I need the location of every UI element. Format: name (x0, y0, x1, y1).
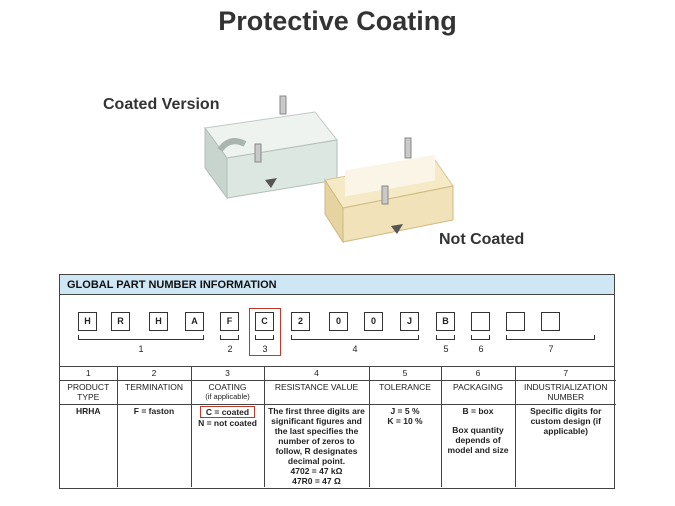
code-box: R (111, 312, 130, 331)
description-line: Box quantity depends of model and size (447, 424, 509, 455)
code-box: 0 (364, 312, 383, 331)
description-line: The first three digits are significant f… (268, 405, 365, 466)
group-number: 1 (138, 344, 144, 354)
coated-option-highlight: C = coated (199, 405, 256, 418)
description-line: K = 10 % (387, 415, 423, 426)
description-line: B = box (462, 405, 494, 416)
column-header: PACKAGING (441, 380, 516, 405)
coated-version-label: Coated Version (103, 96, 220, 113)
column-number: 1 (60, 367, 118, 381)
column-description: B = box Box quantity depends of model an… (441, 404, 516, 487)
column-number: 7 (515, 367, 616, 381)
coating-highlight-box (249, 308, 281, 356)
group-bracket (471, 335, 490, 340)
column-description-row: HRHA F = faston C = coated N = not coate… (60, 404, 616, 487)
coated-resistor-image (204, 95, 338, 200)
column-header: COATING (if applicable) (191, 380, 265, 405)
code-box: 0 (329, 312, 348, 331)
code-box: F (220, 312, 239, 331)
column-description: Specific digits for custom design (if ap… (515, 404, 616, 487)
group-number: 7 (548, 344, 554, 354)
column-header-sub: (if applicable) (205, 391, 250, 401)
code-box (471, 312, 490, 331)
column-header: INDUSTRIALIZATION NUMBER (515, 380, 616, 405)
column-number-row: 1 2 3 4 5 6 7 (60, 367, 616, 381)
description-line: F = faston (133, 405, 175, 416)
uncoated-resistor-image (324, 137, 454, 244)
page-title: Protective Coating (218, 6, 457, 36)
gpn-header: GLOBAL PART NUMBER INFORMATION (60, 275, 614, 295)
column-description: The first three digits are significant f… (264, 404, 370, 487)
description-line: Specific digits for custom design (if ap… (530, 405, 602, 436)
column-number: 2 (117, 367, 192, 381)
gpn-description-table: 1 2 3 4 5 6 7 PRODUCT TYPE TERMINATION C… (60, 367, 616, 487)
column-number: 5 (369, 367, 442, 381)
group-bracket (436, 335, 455, 340)
column-header-text: COATING (208, 381, 247, 392)
description-line: N = not coated (198, 417, 257, 428)
group-number: 4 (352, 344, 358, 354)
global-part-number-table: GLOBAL PART NUMBER INFORMATION H R H A F… (59, 274, 616, 489)
group-number: 3 (262, 344, 268, 354)
code-box (541, 312, 560, 331)
code-box: B (436, 312, 455, 331)
column-header: TOLERANCE (369, 380, 442, 405)
group-number: 6 (478, 344, 484, 354)
column-header-row: PRODUCT TYPE TERMINATION COATING (if app… (60, 380, 616, 405)
group-bracket (220, 335, 239, 340)
product-image (204, 95, 454, 244)
column-description: F = faston (117, 404, 192, 487)
column-description: J = 5 % K = 10 % (369, 404, 442, 487)
description-line: J = 5 % (390, 405, 420, 416)
code-box: A (185, 312, 204, 331)
column-header: TERMINATION (117, 380, 192, 405)
column-number: 4 (264, 367, 370, 381)
description-line: 4702 = 47 kΩ (290, 465, 343, 476)
column-header: RESISTANCE VALUE (264, 380, 370, 405)
group-bracket (78, 335, 204, 340)
group-number: 2 (227, 344, 233, 354)
column-number: 3 (191, 367, 265, 381)
code-box: H (149, 312, 168, 331)
part-code-row: H R H A F C 2 0 0 J B 1 2 3 4 5 6 7 (60, 295, 614, 367)
column-header: PRODUCT TYPE (60, 380, 118, 405)
column-number: 6 (441, 367, 516, 381)
code-box: C (255, 312, 274, 331)
group-bracket (506, 335, 595, 340)
column-description: HRHA (60, 404, 118, 487)
column-description: C = coated N = not coated (191, 404, 265, 487)
not-coated-label: Not Coated (439, 231, 525, 248)
description-line: HRHA (75, 405, 101, 416)
code-box: J (400, 312, 419, 331)
code-box: 2 (291, 312, 310, 331)
group-bracket (255, 335, 274, 340)
group-bracket (291, 335, 419, 340)
description-line: 47R0 = 47 Ω (292, 475, 341, 486)
code-box: H (78, 312, 97, 331)
code-box (506, 312, 525, 331)
group-number: 5 (443, 344, 449, 354)
